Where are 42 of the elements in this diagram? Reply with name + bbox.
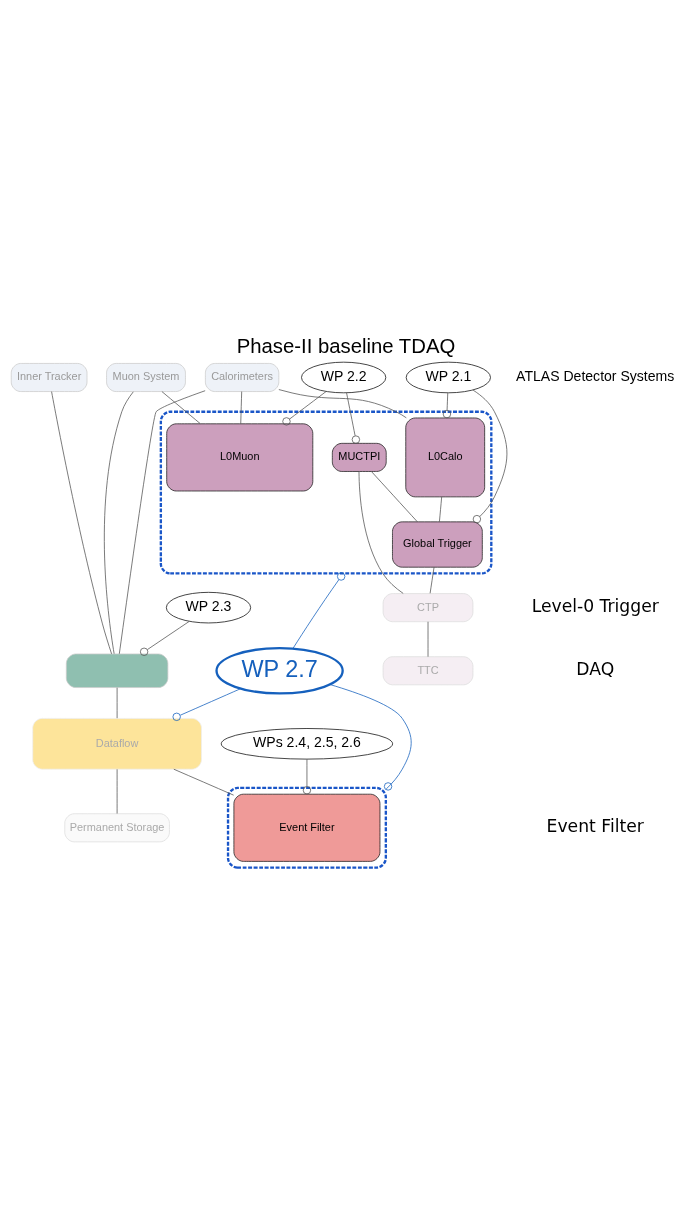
connector <box>346 392 360 444</box>
node-box <box>65 653 169 688</box>
connector <box>51 391 112 655</box>
label: Level-0 Trigger <box>531 596 659 617</box>
connector <box>104 391 134 655</box>
diagram-title: Phase-II baseline TDAQ <box>236 334 456 357</box>
node-box: TTC <box>382 656 474 686</box>
node-box: Inner Tracker <box>10 363 88 392</box>
node-box: Event Filter <box>233 793 381 862</box>
node-ellipse: WP 2.2 <box>301 361 387 394</box>
node-ellipse: WPs 2.4, 2.5, 2.6 <box>220 728 394 760</box>
node-box: Muon System <box>106 363 186 392</box>
node-box: Calorimeters <box>205 363 280 392</box>
node-box: Permanent Storage <box>64 813 170 843</box>
connector <box>439 496 443 523</box>
label: Event Filter <box>546 816 644 837</box>
connector <box>118 390 206 655</box>
connector <box>278 389 407 419</box>
connector <box>172 688 242 721</box>
connector <box>358 471 404 594</box>
node-box: L0Calo <box>405 417 486 498</box>
node-box: MUCTPI <box>331 442 387 472</box>
node-box: Dataflow <box>32 718 202 770</box>
connector <box>429 566 435 594</box>
label: DAQ <box>576 659 615 680</box>
connector <box>472 389 508 524</box>
connector <box>329 684 412 791</box>
connector <box>371 471 418 523</box>
connector <box>302 758 312 795</box>
node-ellipse: WP 2.3 <box>165 591 252 624</box>
connector <box>442 392 452 419</box>
connector <box>140 621 190 656</box>
node-ellipse: WP 2.1 <box>405 361 491 394</box>
label: ATLAS Detector Systems <box>516 367 675 384</box>
node-box: Global Trigger <box>392 521 483 568</box>
node-box: L0Muon <box>166 423 314 492</box>
connector <box>173 768 235 796</box>
connector <box>292 572 346 649</box>
node-ellipse: WP 2.7 <box>215 646 344 695</box>
node-box: CTP <box>382 593 474 623</box>
connector <box>161 391 201 425</box>
connector <box>282 391 327 426</box>
